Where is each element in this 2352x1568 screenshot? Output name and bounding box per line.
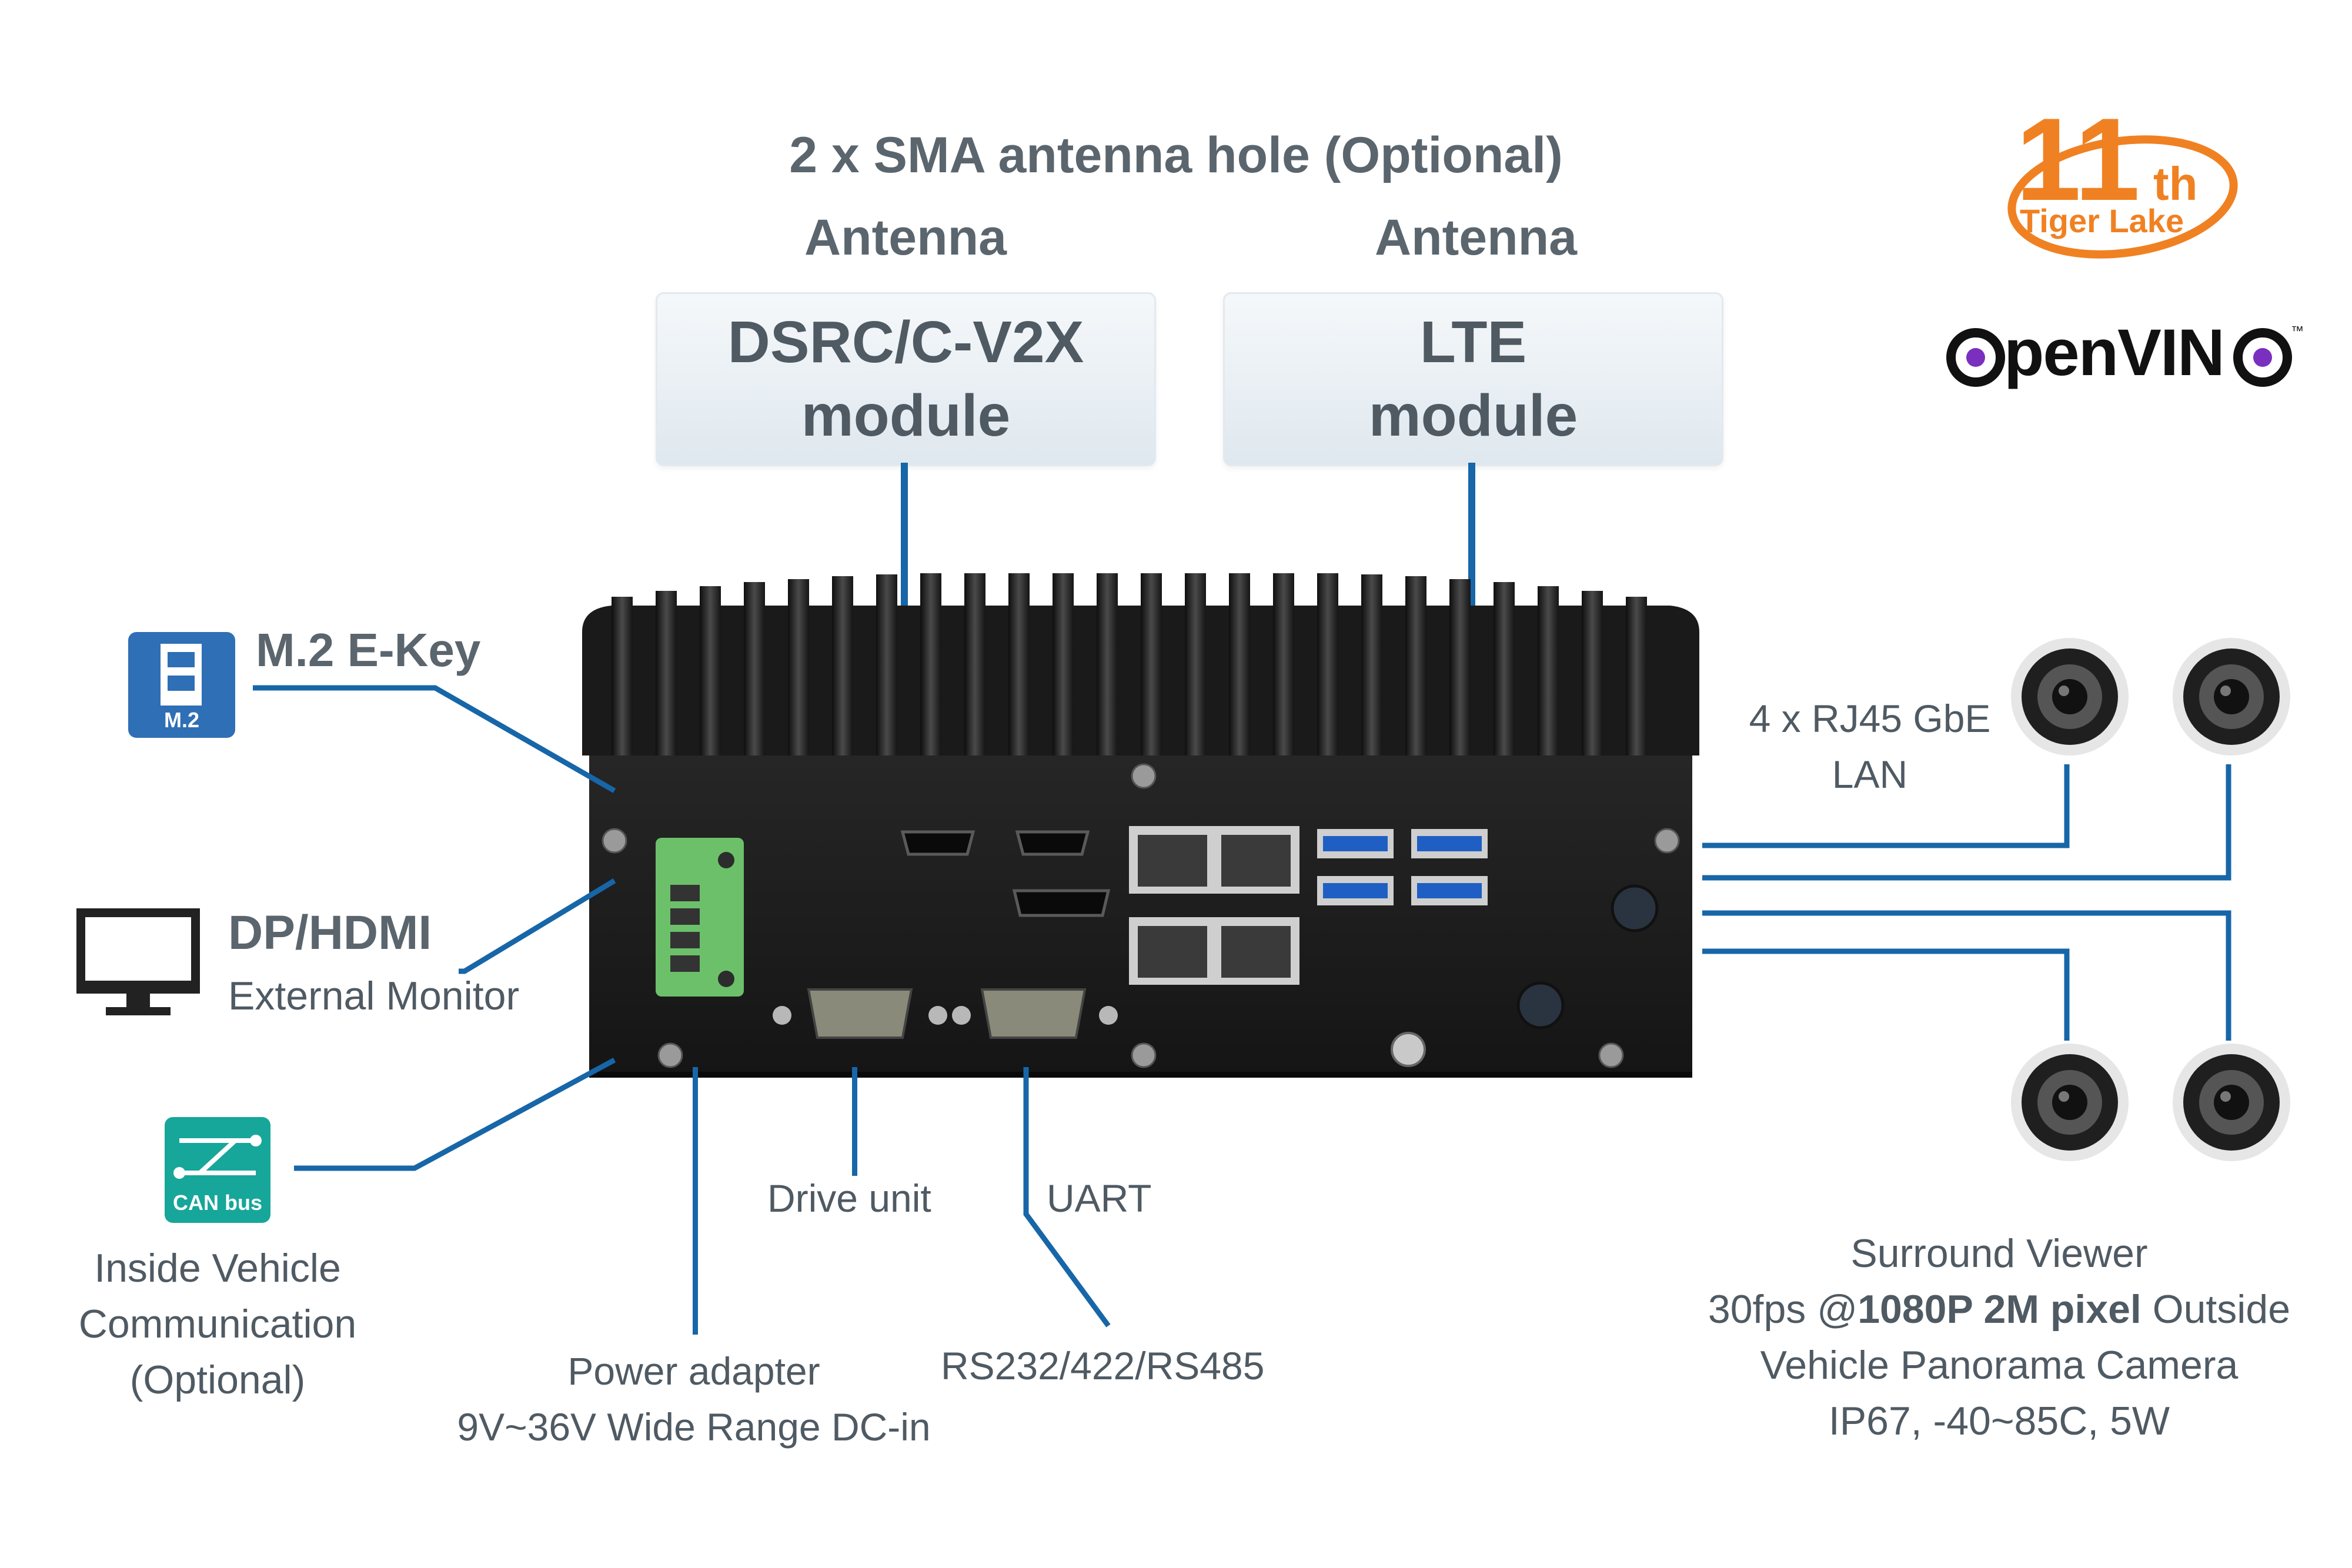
openvino-logo: penVIN ™ (1940, 312, 2305, 406)
dp-hdmi-title: DP/HDMI (228, 906, 432, 959)
openvino-tm: ™ (2291, 323, 2304, 338)
rs232-label: RS232/422/RS485 (941, 1344, 1265, 1388)
viewer-line-2-pre: 30fps @ (1708, 1287, 1858, 1332)
m2-connector-line (253, 685, 616, 793)
camera-icon (2008, 635, 2132, 758)
m2-icon-label: M.2 (164, 708, 199, 732)
camera-icon (2170, 635, 2293, 758)
antenna-label-right: Antenna (1375, 209, 1577, 266)
power-line-2: 9V~36V Wide Range DC-in (457, 1405, 931, 1449)
lan-label: 4 x RJ45 GbE LAN (1693, 691, 2046, 803)
heatsink-fins (612, 573, 1647, 755)
camera-icon (2170, 1041, 2293, 1164)
lan-line-2: LAN (1832, 753, 1908, 796)
drive-connector-line (852, 1067, 857, 1176)
dsrc-module-subtitle: module (801, 383, 1011, 449)
lte-module-subtitle: module (1368, 383, 1578, 449)
viewer-line-2-bold: 1080P 2M pixel (1857, 1287, 2141, 1332)
usb3-ports (1317, 829, 1488, 905)
uart-connector-line (1023, 1067, 1111, 1328)
can-bus-icon-label: CAN bus (173, 1191, 262, 1215)
device-chassis (576, 573, 1705, 1094)
lan-connector-lines (1702, 764, 2231, 1041)
db9-com-ports (773, 988, 1118, 1039)
inside-vehicle-text: Inside Vehicle Communication (Optional) (41, 1241, 394, 1408)
can-line-1: Inside Vehicle (94, 1246, 341, 1290)
uart-label: UART (1047, 1176, 1152, 1220)
monitor-icon (74, 905, 203, 1023)
tiger-lake-label: Tiger Lake (2020, 202, 2184, 239)
gen-number: 11 (2016, 100, 2140, 225)
dp-connector-line (459, 878, 616, 974)
viewer-line-3: Vehicle Panorama Camera (1760, 1343, 2239, 1388)
can-bus-icon: CAN bus (165, 1117, 270, 1223)
dsrc-module-box: DSRC/C-V2X module (656, 292, 1156, 466)
antenna-label-left: Antenna (804, 209, 1007, 266)
intel-11th-gen-logo: 11 th Tiger Lake (1993, 94, 2252, 282)
viewer-line-2-post: Outside (2141, 1287, 2291, 1332)
gen-suffix: th (2153, 158, 2198, 210)
m2-card-icon: M.2 (128, 632, 235, 738)
m2-ekey-title: M.2 E-Key (256, 624, 481, 676)
external-monitor-label: External Monitor (228, 974, 520, 1018)
dc-in-terminal (656, 838, 744, 997)
can-line-2: Communication (78, 1302, 357, 1346)
power-adapter-label: Power adapter 9V~36V Wide Range DC-in (412, 1343, 976, 1455)
tiger-lake-badge-icon: 11 th Tiger Lake (2007, 94, 2238, 259)
viewer-line-1: Surround Viewer (1850, 1231, 2148, 1276)
lte-module-box: LTE module (1223, 292, 1723, 466)
fanless-computer-image (582, 573, 1699, 1078)
lan-line-1: 4 x RJ45 GbE (1749, 697, 1991, 740)
power-connector-line (693, 1067, 698, 1335)
sma-title: 2 x SMA antenna hole (Optional) (789, 127, 1563, 183)
lte-module-title: LTE (1419, 309, 1527, 375)
dsrc-connector-line (901, 463, 908, 639)
viewer-line-2: 30fps @1080P 2M pixel Outside (1646, 1282, 2352, 1338)
openvino-logo-icon: penVIN ™ (1946, 316, 2304, 389)
rj45-ports (1129, 826, 1299, 985)
can-connector-line (294, 1058, 616, 1171)
power-line-1: Power adapter (567, 1349, 820, 1393)
can-line-3: (Optional) (129, 1358, 306, 1402)
surround-viewer-description: Surround Viewer 30fps @1080P 2M pixel Ou… (1646, 1226, 2352, 1449)
camera-icon (2008, 1041, 2132, 1164)
drive-unit-label: Drive unit (767, 1176, 931, 1220)
svg-text:penVIN: penVIN (2004, 316, 2224, 389)
viewer-line-4: IP67, -40~85C, 5W (1828, 1399, 2170, 1443)
dsrc-module-title: DSRC/C-V2X (727, 309, 1084, 375)
